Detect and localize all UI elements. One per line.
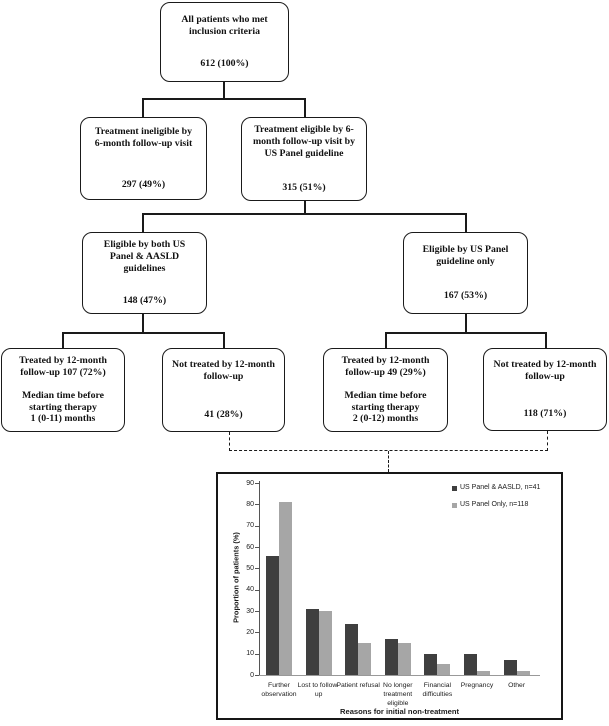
box-value: Median time before starting therapy 1 (0… (22, 389, 104, 425)
x-category-label: Other (508, 682, 526, 689)
legend-label: US Panel & AASLD, n=41 (460, 484, 541, 491)
box-value: 148 (47%) (122, 295, 167, 307)
y-tick-mark (255, 547, 259, 548)
dashed-connector (388, 451, 389, 472)
x-category-label: Lost to follow- up (297, 682, 340, 698)
connector (385, 332, 546, 334)
box-value: 297 (49%) (121, 179, 166, 191)
y-tick-label: 10 (246, 650, 254, 658)
bar (384, 638, 398, 675)
flow-box-eligible-both: Eligible by both US Panel & AASLD guidel… (82, 232, 207, 314)
box-value: 612 (100%) (200, 58, 249, 70)
connector (223, 81, 225, 99)
connector (385, 332, 387, 349)
box-value: Median time before starting therapy 2 (0… (344, 389, 427, 425)
dashed-connector (547, 431, 548, 451)
bar (318, 611, 332, 675)
connector (545, 332, 547, 349)
box-text: Treated by 12-month follow-up 107 (72%) (19, 355, 107, 378)
bar (305, 608, 319, 675)
y-tick-label: 50 (246, 564, 254, 572)
connector (304, 98, 306, 118)
x-category-label: Further observation (261, 682, 297, 698)
x-axis-title: Reasons for initial non-treatment (340, 707, 459, 716)
y-tick-mark (255, 483, 259, 484)
connector (142, 98, 306, 100)
y-tick-mark (255, 611, 259, 612)
legend-label: US Panel Only, n=118 (460, 501, 529, 508)
bar (503, 660, 517, 675)
y-tick-label: 40 (246, 586, 254, 594)
box-text: Not treated by 12-month follow-up (493, 359, 597, 382)
flow-box-not-treated-us-panel: Not treated by 12-month follow-up 118 (7… (483, 348, 607, 431)
y-tick-label: 70 (246, 522, 254, 530)
flow-box-treatment-eligible: Treatment eligible by 6- month follow-up… (241, 117, 367, 201)
dashed-connector (229, 450, 548, 451)
y-tick-label: 80 (246, 500, 254, 508)
y-axis-line (259, 481, 261, 676)
y-tick-mark (255, 675, 259, 676)
legend-item: US Panel & AASLD, n=41 (452, 484, 540, 492)
connector (142, 98, 144, 118)
bar (397, 643, 411, 675)
dashed-connector (229, 432, 230, 451)
y-tick-mark (255, 589, 259, 591)
connector (304, 200, 306, 214)
connector (465, 313, 467, 333)
flow-box-treated-both: Treated by 12-month follow-up 107 (72%) … (1, 348, 125, 432)
box-text: Not treated by 12-month follow-up (172, 359, 275, 382)
y-tick-label: 30 (246, 607, 254, 615)
bar (358, 643, 372, 675)
bar (516, 670, 530, 675)
x-category-label: Pregnancy (460, 682, 494, 689)
connector (142, 313, 144, 333)
box-text: All patients who met inclusion criteria (181, 14, 268, 37)
connector (465, 213, 467, 233)
bar (477, 670, 490, 675)
box-text: Treated by 12-month follow-up 49 (29%) (341, 355, 430, 378)
box-text: Treatment ineligible by 6-month follow-u… (94, 126, 193, 149)
y-tick-label: 0 (250, 671, 254, 679)
x-category-label: Financial difficulties (422, 682, 453, 698)
y-tick-label: 60 (246, 543, 254, 551)
box-value: 118 (71%) (523, 408, 567, 420)
connector (142, 213, 467, 215)
y-tick-mark (255, 568, 259, 570)
bar-chart-panel: Proportion of patients (%) Reasons for i… (216, 472, 563, 720)
connector (223, 332, 225, 349)
y-tick-mark (255, 525, 259, 527)
box-value: 315 (51%) (282, 182, 326, 194)
y-tick-mark (255, 632, 259, 634)
legend-item: US Panel Only, n=118 (452, 501, 528, 509)
y-tick-mark (255, 653, 259, 655)
flow-box-all-patients: All patients who met inclusion criteria … (160, 2, 289, 82)
bar (266, 555, 279, 675)
y-tick-label: 20 (246, 628, 254, 636)
connector (62, 332, 64, 349)
box-text: Eligible by both US Panel & AASLD guidel… (103, 239, 186, 274)
box-value: 41 (28%) (204, 409, 243, 421)
y-tick-label: 90 (246, 479, 254, 487)
x-category-label: Patient refusal (336, 682, 380, 689)
bar (437, 664, 451, 675)
connector (62, 332, 224, 334)
legend-marker (452, 502, 457, 508)
flow-box-treatment-ineligible: Treatment ineligible by 6-month follow-u… (80, 117, 207, 200)
connector (142, 213, 144, 233)
bar (424, 653, 438, 675)
flow-box-treated-us-panel: Treated by 12-month follow-up 49 (29%) M… (323, 348, 448, 432)
y-axis-title: Proportion of patients (%) (231, 532, 241, 623)
bar (464, 653, 477, 675)
x-axis-line (259, 675, 540, 677)
y-tick-mark (255, 504, 259, 506)
legend-marker (452, 485, 457, 491)
bar (345, 623, 359, 675)
box-text: Treatment eligible by 6- month follow-up… (252, 124, 356, 159)
box-value: 167 (53%) (443, 290, 488, 302)
flow-box-eligible-us-panel-only: Eligible by US Panel guideline only 167 … (403, 232, 528, 314)
bar (279, 502, 292, 675)
box-text: Eligible by US Panel guideline only (422, 244, 509, 267)
x-category-label: No longer treatment eligible (383, 682, 413, 707)
flow-box-not-treated-both: Not treated by 12-month follow-up 41 (28… (162, 348, 285, 432)
